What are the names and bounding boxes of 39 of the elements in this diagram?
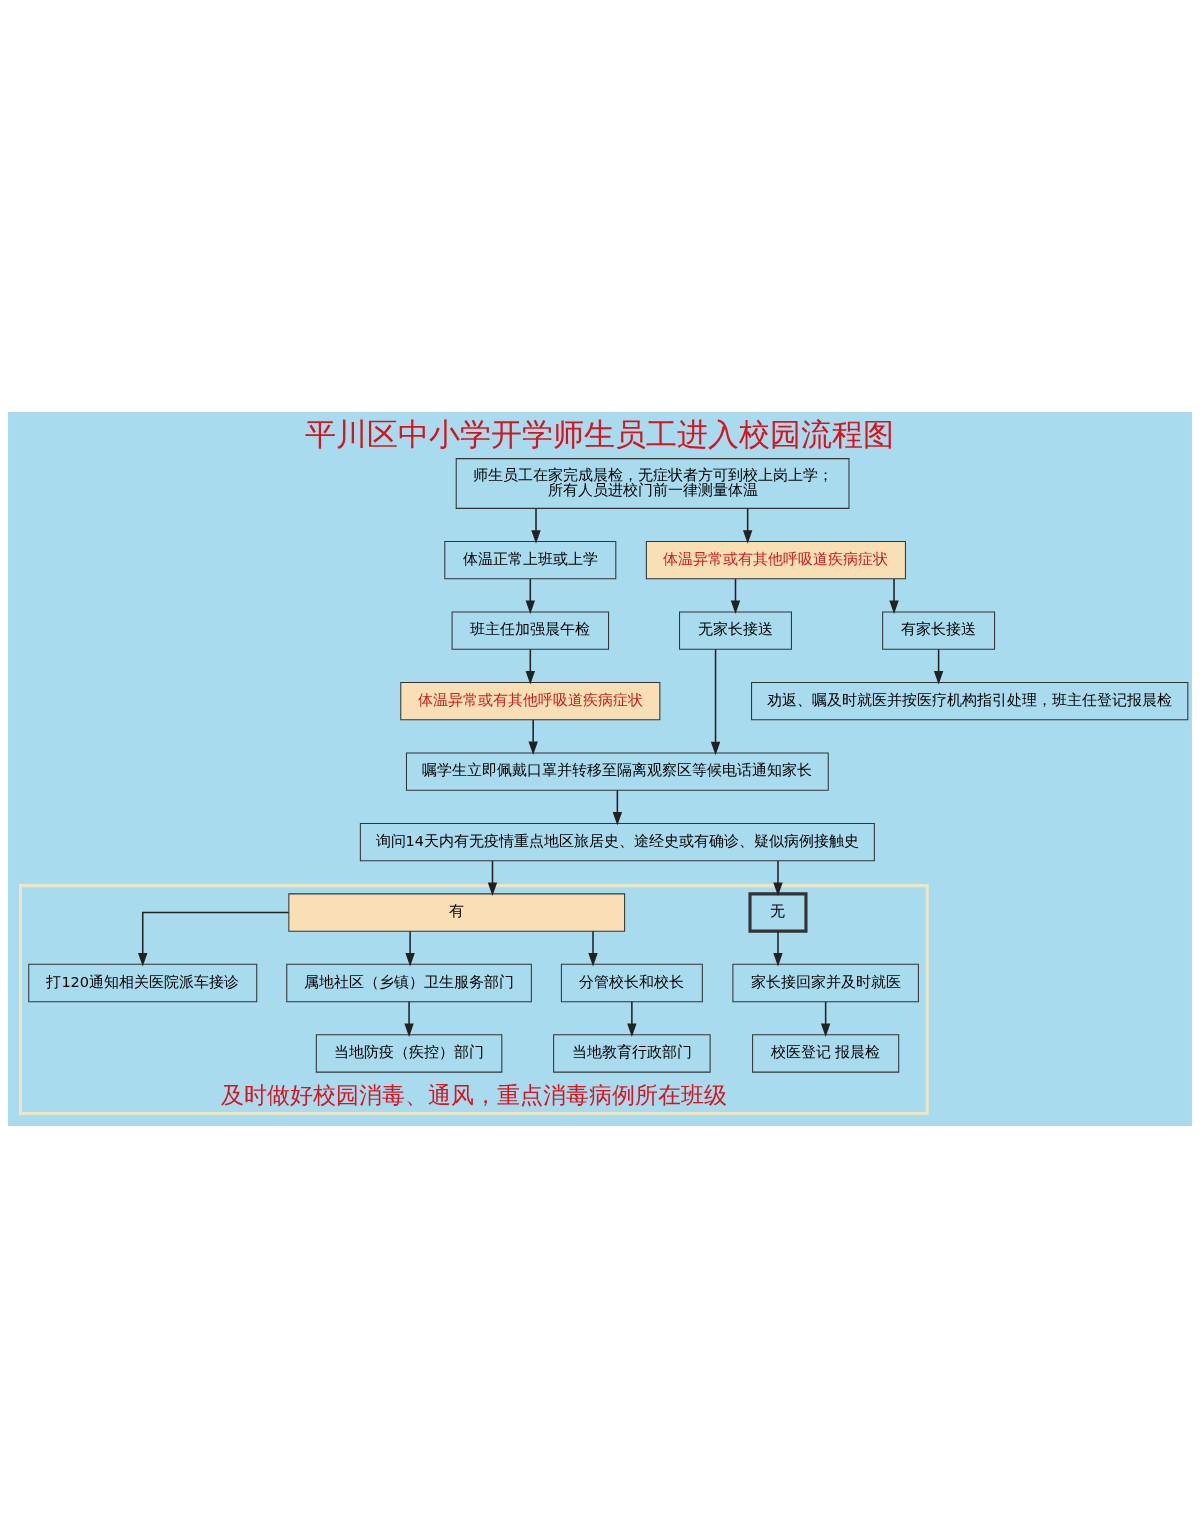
node-box: 无 [748, 892, 808, 933]
arrow [933, 648, 944, 685]
node-box: 体温正常上班或上学 [444, 541, 617, 580]
node-box: 家长接回家并及时就医 [732, 963, 919, 1003]
node-box: 师生员工在家完成晨检，无症状者方可到校上岗上学； 所有人员进校门前一律测量体温 [455, 458, 850, 509]
arrow [404, 1001, 414, 1037]
arrow [710, 648, 721, 756]
arrow [612, 789, 623, 826]
node-box: 无家长接送 [679, 611, 792, 650]
node-box: 当地防疫（疾控）部门 [315, 1034, 503, 1073]
arrow [531, 507, 541, 544]
node-box: 有家长接送 [882, 611, 996, 650]
arrow [773, 860, 783, 896]
node-box: 体温异常或有其他呼吸道疾病症状 [645, 541, 906, 580]
node-box: 班主任加强晨午检 [451, 611, 610, 650]
node-box: 当地教育行政部门 [553, 1034, 711, 1073]
arrow [405, 930, 415, 967]
arrow [528, 719, 538, 755]
arrow [588, 930, 598, 967]
arrow [730, 578, 741, 615]
node-box: 体温异常或有其他呼吸道疾病症状 [400, 681, 661, 721]
node-box: 询问14天内有无疫情重点地区旅居史、途经史或有确诊、疑似病例接触史 [359, 822, 875, 862]
arrow [525, 578, 536, 615]
node-box: 分管校长和校长 [560, 963, 703, 1003]
node-box: 嘱学生立即佩戴口罩并转移至隔离观察区等候电话通知家长 [405, 752, 829, 791]
arrow [627, 1001, 637, 1037]
node-box: 劝返、嘱及时就医并按医疗机构指引处理，班主任登记报晨检 [751, 681, 1189, 721]
arrow [773, 930, 783, 967]
diagram-title: 平川区中小学开学师生员工进入校园流程图 [305, 416, 895, 453]
arrow [742, 507, 753, 544]
node-box: 有 [288, 893, 626, 932]
arrow [820, 1001, 831, 1037]
arrow [525, 648, 536, 685]
node-box: 属地社区（乡镇）卫生服务部门 [286, 963, 532, 1003]
arrow [487, 860, 498, 896]
arrow [138, 911, 290, 967]
arrow [889, 578, 899, 615]
node-box: 打120通知相关医院派车接诊 [28, 963, 258, 1003]
node-box: 校医登记 报晨检 [752, 1034, 900, 1073]
